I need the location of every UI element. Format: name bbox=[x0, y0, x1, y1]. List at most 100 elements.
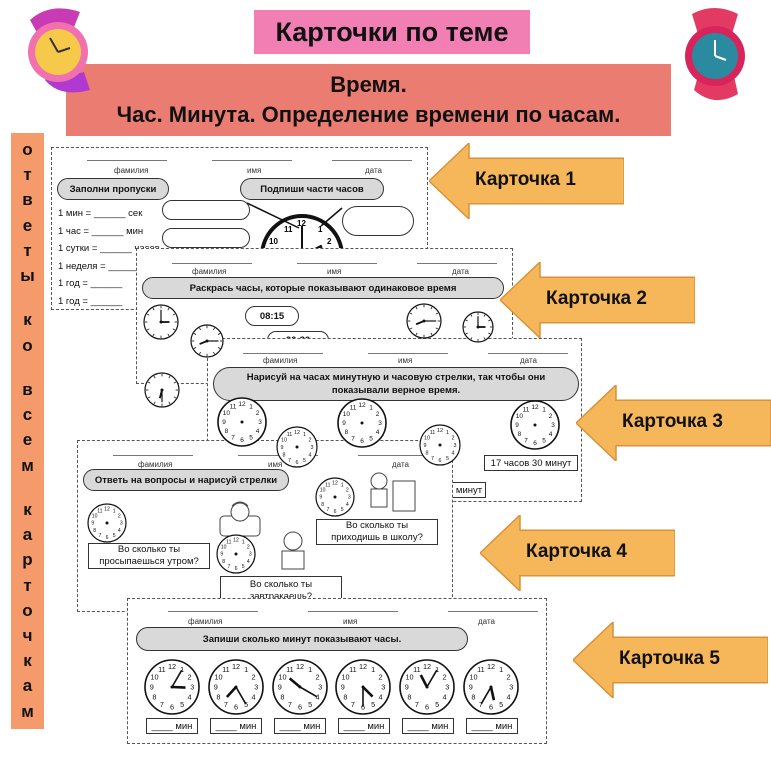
svg-text:7: 7 bbox=[288, 458, 291, 464]
svg-text:3: 3 bbox=[254, 682, 258, 691]
svg-text:9: 9 bbox=[91, 521, 94, 527]
svg-text:1: 1 bbox=[303, 432, 306, 438]
field-name: имя bbox=[327, 267, 342, 276]
svg-text:4: 4 bbox=[379, 693, 383, 702]
card-arrow: Карточка 1 bbox=[427, 141, 625, 221]
card-4: фамилия имя дата Ответь на вопросы и нар… bbox=[77, 440, 453, 612]
svg-text:9: 9 bbox=[319, 495, 322, 501]
wristwatch-icon bbox=[28, 8, 90, 93]
svg-text:1: 1 bbox=[242, 539, 245, 545]
sidebar-letter: в bbox=[22, 380, 33, 400]
svg-text:10: 10 bbox=[424, 435, 430, 441]
fill-in-row: 1 год = ______ bbox=[58, 278, 123, 289]
sidebar-letter: е bbox=[22, 430, 33, 450]
sidebar-letter: е bbox=[22, 215, 33, 235]
svg-text:4: 4 bbox=[118, 528, 121, 534]
svg-text:7: 7 bbox=[227, 564, 230, 570]
time-label: 08:15 bbox=[245, 306, 299, 326]
svg-text:10: 10 bbox=[278, 672, 286, 681]
subtitle-line-2: Час. Минута. Определение времени по часа… bbox=[116, 102, 621, 127]
svg-text:12: 12 bbox=[294, 430, 300, 436]
svg-text:1: 1 bbox=[113, 508, 116, 514]
sidebar-letter: с bbox=[22, 405, 33, 425]
svg-text:4: 4 bbox=[247, 559, 250, 565]
svg-text:10: 10 bbox=[221, 545, 227, 551]
svg-text:12: 12 bbox=[359, 662, 367, 671]
svg-text:8: 8 bbox=[152, 693, 156, 702]
svg-text:3: 3 bbox=[551, 422, 555, 429]
svg-text:2: 2 bbox=[247, 545, 250, 551]
sidebar-letter: м bbox=[21, 701, 34, 721]
svg-text:11: 11 bbox=[222, 665, 230, 674]
sidebar-letter: т bbox=[23, 165, 32, 185]
task-pill: Заполни пропуски bbox=[57, 178, 169, 200]
svg-text:1: 1 bbox=[435, 665, 439, 674]
svg-text:4: 4 bbox=[188, 693, 192, 702]
field-surname: фамилия bbox=[188, 617, 223, 626]
svg-text:12: 12 bbox=[332, 480, 338, 486]
svg-text:4: 4 bbox=[376, 429, 380, 436]
svg-text:4: 4 bbox=[308, 452, 311, 458]
svg-text:5: 5 bbox=[180, 700, 184, 709]
answer-box: ____ мин bbox=[274, 718, 326, 734]
svg-text:11: 11 bbox=[97, 508, 102, 514]
sidebar-letter: в bbox=[22, 190, 33, 210]
svg-text:10: 10 bbox=[320, 488, 326, 494]
sidebar-letter: ч bbox=[22, 626, 33, 646]
svg-text:2: 2 bbox=[327, 237, 332, 246]
svg-text:5: 5 bbox=[341, 507, 344, 513]
svg-text:11: 11 bbox=[286, 665, 294, 674]
svg-text:7: 7 bbox=[288, 700, 292, 709]
svg-text:10: 10 bbox=[405, 672, 413, 681]
svg-text:4: 4 bbox=[507, 693, 511, 702]
fill-in-row: 1 сутки = ______ часов bbox=[58, 243, 160, 254]
svg-text:8: 8 bbox=[216, 693, 220, 702]
svg-text:12: 12 bbox=[297, 219, 306, 228]
wristwatch-icon bbox=[685, 8, 745, 101]
svg-text:6: 6 bbox=[296, 460, 299, 466]
svg-text:6: 6 bbox=[439, 458, 442, 464]
svg-text:2: 2 bbox=[451, 435, 454, 441]
card-arrow: Карточка 4 bbox=[478, 513, 676, 593]
svg-text:8: 8 bbox=[426, 450, 429, 456]
svg-text:10: 10 bbox=[469, 672, 477, 681]
field-surname: фамилия bbox=[114, 166, 149, 175]
svg-text:3: 3 bbox=[509, 682, 513, 691]
svg-text:9: 9 bbox=[469, 682, 473, 691]
svg-text:1: 1 bbox=[249, 404, 253, 411]
svg-text:1: 1 bbox=[542, 407, 546, 414]
svg-text:7: 7 bbox=[160, 700, 164, 709]
svg-text:6: 6 bbox=[489, 703, 493, 712]
svg-text:8: 8 bbox=[222, 559, 225, 565]
svg-text:5: 5 bbox=[542, 438, 546, 445]
svg-text:6: 6 bbox=[240, 437, 244, 444]
sidebar-letter: а bbox=[22, 525, 33, 545]
svg-text:2: 2 bbox=[376, 411, 380, 418]
field-name: имя bbox=[247, 166, 262, 175]
svg-text:12: 12 bbox=[168, 662, 176, 671]
svg-text:7: 7 bbox=[326, 507, 329, 513]
svg-text:7: 7 bbox=[415, 700, 419, 709]
clock-icon bbox=[143, 304, 179, 340]
subtitle-line-1: Время. bbox=[330, 72, 407, 97]
answer-box: ____ мин bbox=[402, 718, 454, 734]
svg-text:9: 9 bbox=[281, 445, 284, 451]
svg-text:5: 5 bbox=[249, 435, 253, 442]
sidebar-letter: а bbox=[22, 676, 33, 696]
svg-text:10: 10 bbox=[516, 413, 524, 420]
task-pill: Подпиши части часов bbox=[240, 178, 384, 200]
fill-in-row: 1 мин = ______ сек bbox=[58, 208, 143, 219]
svg-text:5: 5 bbox=[371, 700, 375, 709]
svg-text:7: 7 bbox=[224, 700, 228, 709]
child-school-icon bbox=[370, 472, 416, 512]
field-name: имя bbox=[343, 617, 358, 626]
answer-box: ____ мин bbox=[338, 718, 390, 734]
svg-text:3: 3 bbox=[249, 552, 252, 558]
svg-text:10: 10 bbox=[341, 672, 349, 681]
